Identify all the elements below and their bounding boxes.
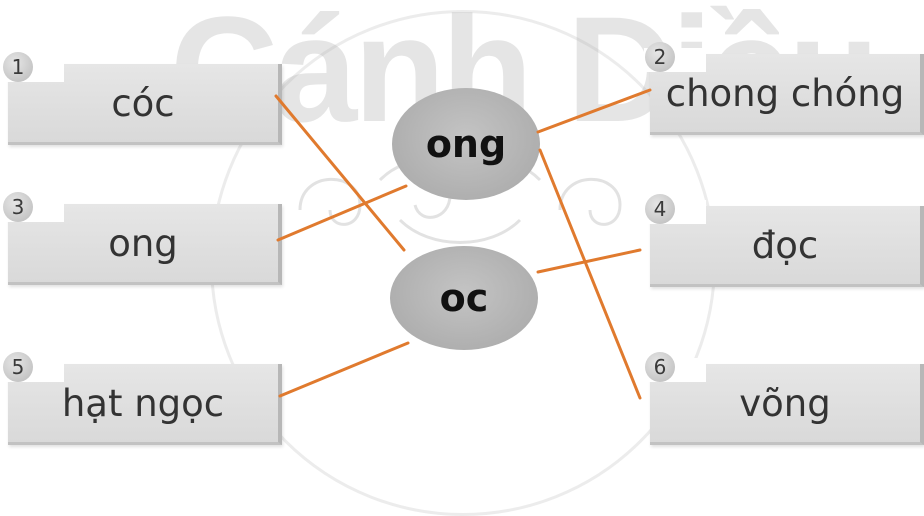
card-word-1: cóc [111,81,175,125]
card-word-2: chong chóng [665,71,905,115]
word-card-4: 4 đọc [644,194,924,287]
word-card-5: 5 hạt ngọc [2,352,282,445]
word-card-1: 1 cóc [2,52,282,145]
card-number-6: 6 [645,352,675,382]
card-word-3: ong [108,221,178,265]
connector-6-ong [538,148,642,400]
word-card-6: 6 võng [644,352,924,445]
word-card-2: 2 chong chóng [644,42,924,135]
card-number-4: 4 [645,194,675,224]
connector-3-ong [276,184,408,242]
card-word-4: đọc [751,223,819,267]
card-number-1: 1 [3,52,33,82]
center-label-oc: oc [439,276,489,320]
card-word-5: hạt ngọc [61,381,225,425]
connector-2-ong [536,88,652,134]
connector-lines [274,88,652,400]
center-label-ong: ong [425,122,507,166]
connector-4-oc [536,248,642,274]
connector-1-oc [274,94,406,252]
word-card-3: 3 ong [2,192,282,285]
card-number-5: 5 [3,352,33,382]
card-word-6: võng [739,381,831,425]
card-number-2: 2 [645,42,675,72]
center-oval-oc: oc [390,246,538,350]
card-number-3: 3 [3,192,33,222]
center-oval-ong: ong [392,88,540,200]
connector-5-oc [278,341,410,398]
